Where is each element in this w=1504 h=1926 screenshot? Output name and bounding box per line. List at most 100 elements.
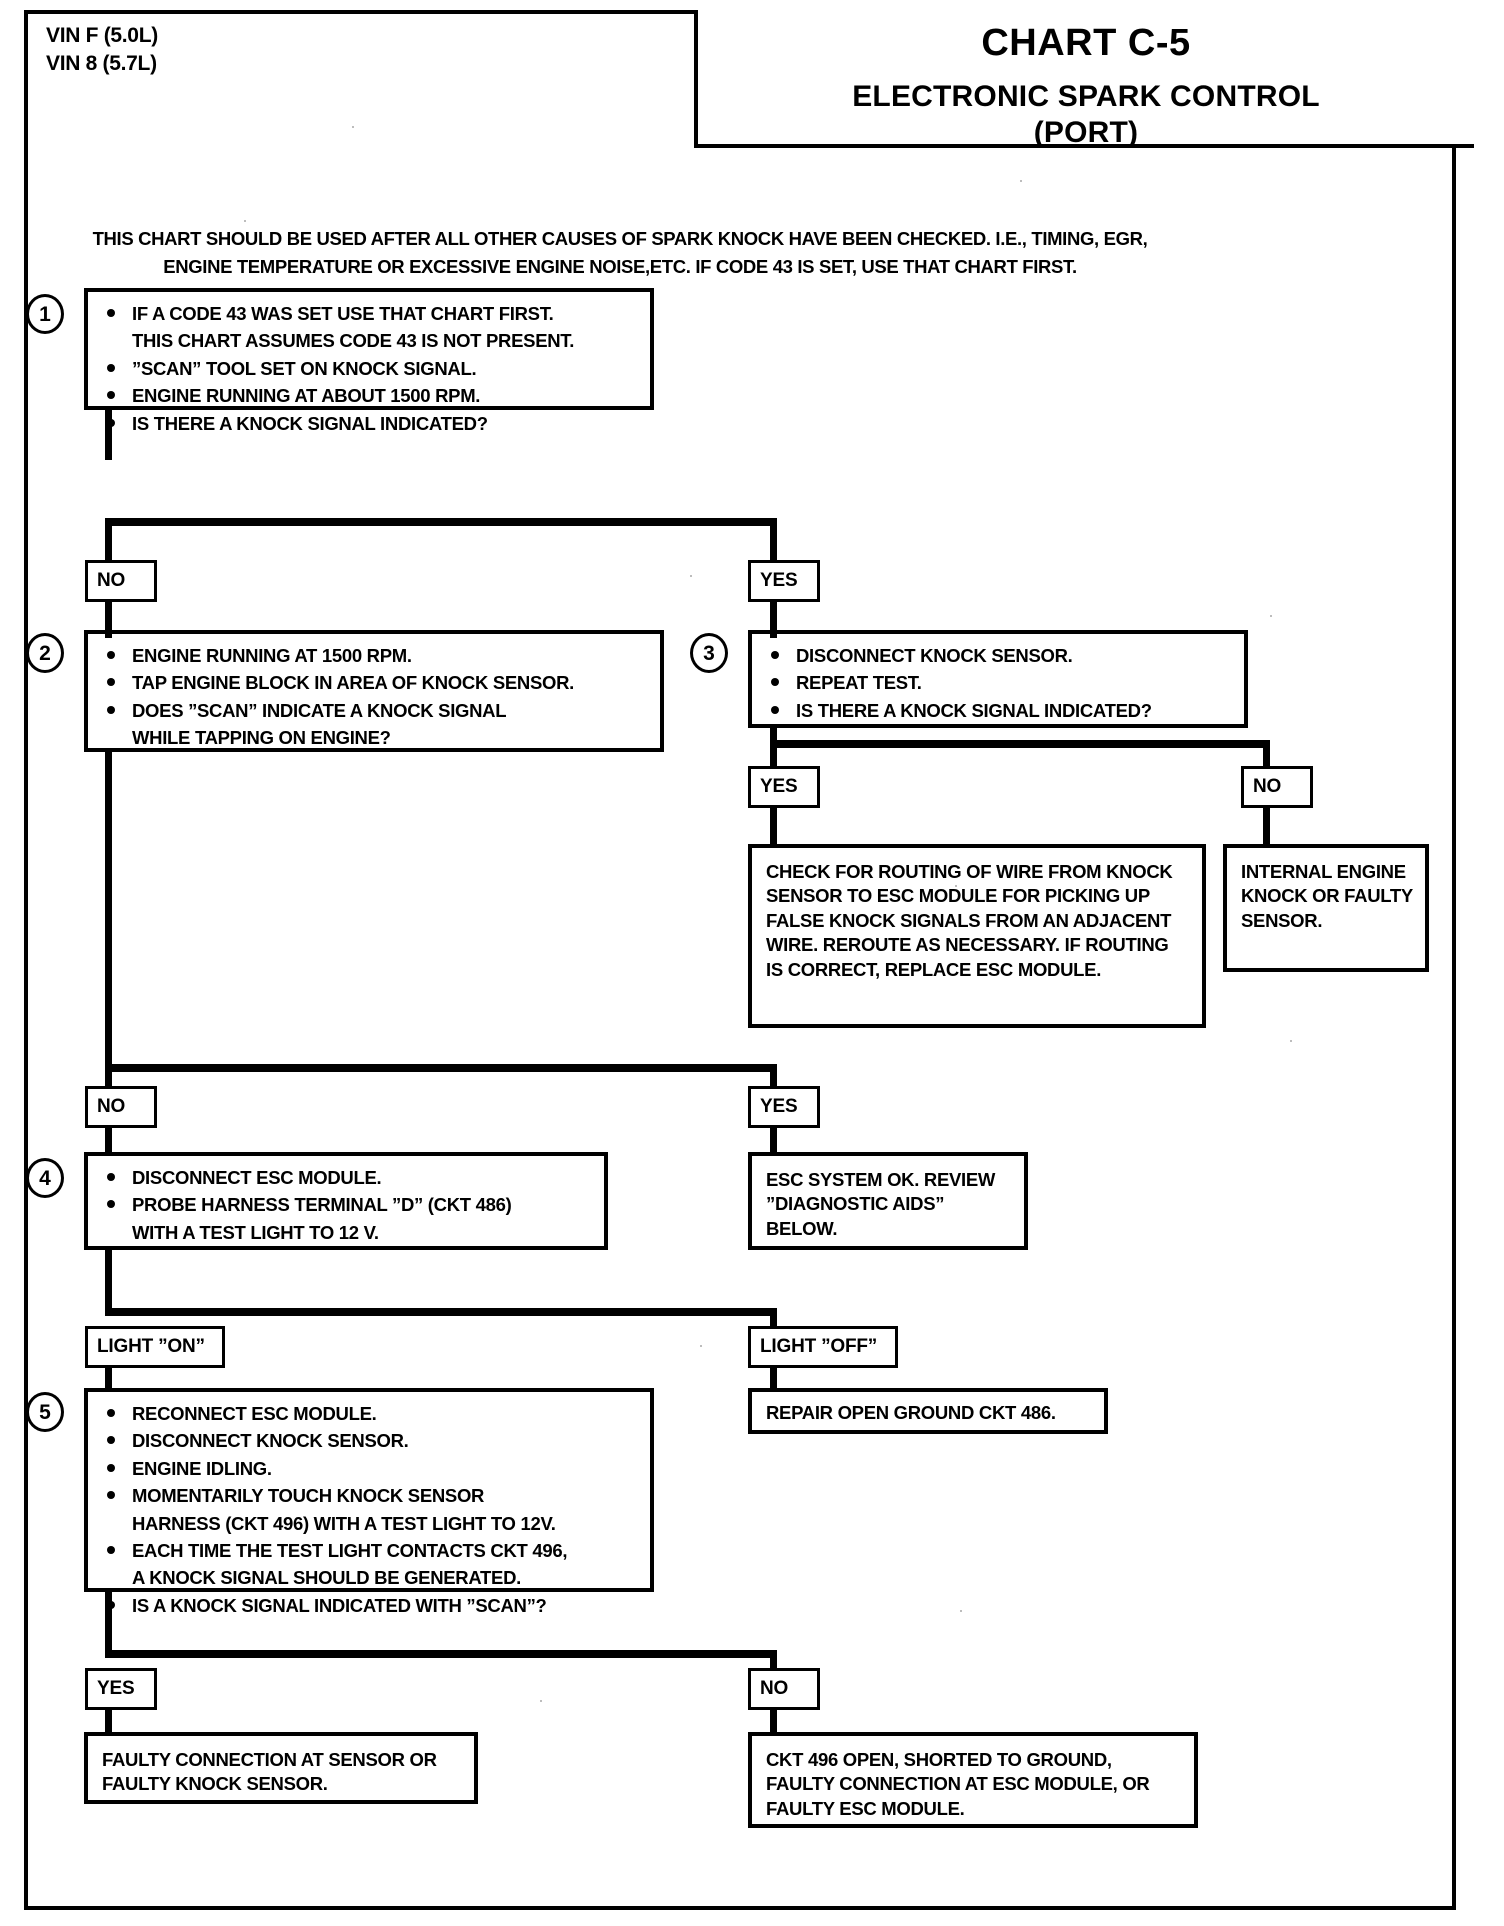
branch-label-yes-1: YES bbox=[748, 560, 820, 602]
step-1-bullets: IF A CODE 43 WAS SET USE THAT CHART FIRS… bbox=[102, 302, 638, 436]
step-box-1: IF A CODE 43 WAS SET USE THAT CHART FIRS… bbox=[84, 288, 654, 434]
connector bbox=[770, 740, 1270, 748]
result-text-internal-knock: INTERNAL ENGINE KNOCK OR FAULTY SENSOR. bbox=[1241, 861, 1413, 931]
list-item: IS A KNOCK SIGNAL INDICATED WITH ”SCAN”? bbox=[102, 1594, 638, 1618]
branch-label-no-3: NO bbox=[1241, 766, 1313, 808]
chart-title-box: CHART C-5 ELECTRONIC SPARK CONTROL (PORT… bbox=[694, 10, 1474, 149]
list-item: IS THERE A KNOCK SIGNAL INDICATED? bbox=[102, 412, 638, 436]
result-text-repair-ground: REPAIR OPEN GROUND CKT 486. bbox=[766, 1402, 1056, 1423]
connector bbox=[105, 410, 112, 460]
result-text-routing: CHECK FOR ROUTING OF WIRE FROM KNOCK SEN… bbox=[766, 861, 1173, 980]
intro-note: THIS CHART SHOULD BE USED AFTER ALL OTHE… bbox=[92, 228, 1148, 277]
result-text-faulty-connection: FAULTY CONNECTION AT SENSOR OR FAULTY KN… bbox=[102, 1749, 437, 1795]
scan-speck bbox=[700, 1345, 702, 1347]
connector bbox=[105, 1126, 112, 1156]
scan-speck bbox=[1020, 180, 1022, 182]
result-text-esc-ok: ESC SYSTEM OK. REVIEW ”DIAGNOSTIC AIDS” … bbox=[766, 1169, 996, 1239]
list-item: ENGINE RUNNING AT ABOUT 1500 RPM. bbox=[102, 384, 638, 408]
branch-label-yes-3: YES bbox=[748, 766, 820, 808]
scan-speck bbox=[244, 220, 246, 222]
connector bbox=[770, 1308, 777, 1332]
step-number-4: 4 bbox=[26, 1158, 64, 1198]
list-item: WHILE TAPPING ON ENGINE? bbox=[132, 727, 391, 749]
list-item: DISCONNECT ESC MODULE. bbox=[102, 1166, 592, 1190]
list-item: MOMENTARILY TOUCH KNOCK SENSOR bbox=[102, 1484, 638, 1508]
list-item: DOES ”SCAN” INDICATE A KNOCK SIGNAL bbox=[102, 699, 648, 723]
list-item: THIS CHART ASSUMES CODE 43 IS NOT PRESEN… bbox=[132, 330, 575, 352]
step-number-1: 1 bbox=[26, 294, 64, 334]
connector bbox=[105, 518, 777, 526]
scan-speck bbox=[1290, 1040, 1292, 1042]
connector bbox=[105, 1064, 777, 1072]
step-2-bullets: ENGINE RUNNING AT 1500 RPM. TAP ENGINE B… bbox=[102, 644, 648, 751]
step-box-5: RECONNECT ESC MODULE. DISCONNECT KNOCK S… bbox=[84, 1388, 654, 1616]
result-text-ckt-open: CKT 496 OPEN, SHORTED TO GROUND, FAULTY … bbox=[766, 1749, 1150, 1819]
list-item: HARNESS (CKT 496) WITH A TEST LIGHT TO 1… bbox=[132, 1512, 556, 1534]
step-5-bullets: RECONNECT ESC MODULE. DISCONNECT KNOCK S… bbox=[102, 1402, 638, 1618]
step-number-2: 2 bbox=[26, 633, 64, 673]
scan-speck bbox=[690, 575, 692, 577]
connector bbox=[770, 740, 777, 774]
connector bbox=[770, 1366, 777, 1390]
connector bbox=[105, 752, 112, 1072]
list-item: RECONNECT ESC MODULE. bbox=[102, 1402, 638, 1426]
list-item: DISCONNECT KNOCK SENSOR. bbox=[766, 644, 1232, 668]
result-box-internal-knock: INTERNAL ENGINE KNOCK OR FAULTY SENSOR. bbox=[1223, 844, 1429, 972]
list-item: IS THERE A KNOCK SIGNAL INDICATED? bbox=[766, 699, 1232, 723]
step-3-bullets: DISCONNECT KNOCK SENSOR. REPEAT TEST. IS… bbox=[766, 644, 1232, 723]
chart-id: CHART C-5 bbox=[981, 22, 1191, 64]
scan-speck bbox=[955, 885, 957, 887]
connector bbox=[105, 1308, 777, 1316]
chart-subtitle: (PORT) bbox=[1033, 115, 1139, 149]
result-box-faulty-connection: FAULTY CONNECTION AT SENSOR OR FAULTY KN… bbox=[84, 1732, 478, 1804]
result-box-routing: CHECK FOR ROUTING OF WIRE FROM KNOCK SEN… bbox=[748, 844, 1206, 1028]
branch-label-no-2: NO bbox=[85, 1086, 157, 1128]
step-4-bullets: DISCONNECT ESC MODULE. PROBE HARNESS TER… bbox=[102, 1166, 592, 1245]
step-number-5: 5 bbox=[26, 1392, 64, 1432]
connector bbox=[770, 1064, 777, 1092]
chart-title: ELECTRONIC SPARK CONTROL bbox=[852, 80, 1320, 113]
step-box-2: ENGINE RUNNING AT 1500 RPM. TAP ENGINE B… bbox=[84, 630, 664, 752]
connector bbox=[105, 1064, 112, 1092]
connector bbox=[770, 1126, 777, 1156]
branch-label-light-on: LIGHT ”ON” bbox=[85, 1326, 225, 1368]
result-box-esc-ok: ESC SYSTEM OK. REVIEW ”DIAGNOSTIC AIDS” … bbox=[748, 1152, 1028, 1250]
list-item: IF A CODE 43 WAS SET USE THAT CHART FIRS… bbox=[102, 302, 638, 326]
result-box-ckt-open: CKT 496 OPEN, SHORTED TO GROUND, FAULTY … bbox=[748, 1732, 1198, 1828]
connector bbox=[105, 1366, 112, 1390]
connector bbox=[770, 1708, 777, 1736]
connector bbox=[105, 1250, 112, 1316]
connector bbox=[105, 1708, 112, 1736]
connector bbox=[1263, 806, 1270, 848]
step-box-3: DISCONNECT KNOCK SENSOR. REPEAT TEST. IS… bbox=[748, 630, 1248, 728]
scan-speck bbox=[1270, 615, 1272, 617]
list-item: ENGINE RUNNING AT 1500 RPM. bbox=[102, 644, 648, 668]
connector bbox=[770, 728, 777, 748]
list-item: A KNOCK SIGNAL SHOULD BE GENERATED. bbox=[132, 1567, 521, 1589]
list-item: ”SCAN” TOOL SET ON KNOCK SIGNAL. bbox=[102, 357, 638, 381]
scan-speck bbox=[540, 1700, 542, 1702]
vin-designation: VIN F (5.0L) VIN 8 (5.7L) bbox=[46, 24, 158, 76]
connector bbox=[1263, 740, 1270, 774]
scan-speck bbox=[960, 1610, 962, 1612]
connector bbox=[105, 1592, 112, 1658]
step-number-3: 3 bbox=[690, 633, 728, 673]
list-item: TAP ENGINE BLOCK IN AREA OF KNOCK SENSOR… bbox=[102, 671, 648, 695]
list-item: REPEAT TEST. bbox=[766, 671, 1232, 695]
list-item: ENGINE IDLING. bbox=[102, 1457, 638, 1481]
list-item: WITH A TEST LIGHT TO 12 V. bbox=[132, 1221, 379, 1243]
step-box-4: DISCONNECT ESC MODULE. PROBE HARNESS TER… bbox=[84, 1152, 608, 1250]
connector bbox=[770, 806, 777, 848]
branch-label-no-1: NO bbox=[85, 560, 157, 602]
branch-label-yes-5: YES bbox=[85, 1668, 157, 1710]
branch-label-light-off: LIGHT ”OFF” bbox=[748, 1326, 898, 1368]
connector bbox=[105, 1650, 777, 1658]
branch-label-yes-2: YES bbox=[748, 1086, 820, 1128]
branch-label-no-5: NO bbox=[748, 1668, 820, 1710]
list-item: EACH TIME THE TEST LIGHT CONTACTS CKT 49… bbox=[102, 1539, 638, 1563]
list-item: DISCONNECT KNOCK SENSOR. bbox=[102, 1429, 638, 1453]
list-item: PROBE HARNESS TERMINAL ”D” (CKT 486) bbox=[102, 1193, 592, 1217]
result-box-repair-ground: REPAIR OPEN GROUND CKT 486. bbox=[748, 1388, 1108, 1434]
connector bbox=[770, 1650, 777, 1674]
